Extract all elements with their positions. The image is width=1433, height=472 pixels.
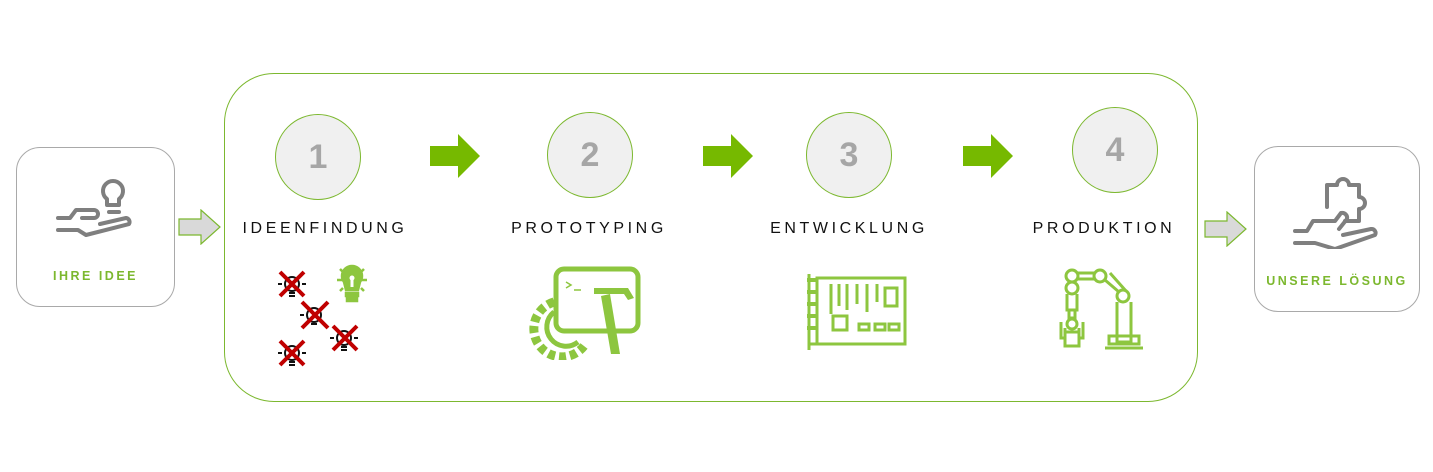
- end-box: UNSERE LÖSUNG: [1254, 146, 1420, 312]
- step-label: ENTWICKLUNG: [770, 220, 928, 237]
- arrow-right-icon: [178, 209, 221, 245]
- circuit-board-icon: [807, 274, 907, 350]
- arrow-right-icon: [430, 134, 480, 178]
- step-number-circle: 3: [806, 112, 892, 198]
- process-container: [224, 73, 1198, 402]
- start-box: IHRE IDEE: [16, 147, 175, 307]
- step-number: 1: [308, 137, 328, 176]
- step-label: PRODUKTION: [1032, 220, 1176, 237]
- robot-arm-icon: [1059, 268, 1143, 350]
- step-number: 3: [839, 135, 859, 174]
- end-label: UNSERE LÖSUNG: [1266, 274, 1408, 288]
- step-label: IDEENFINDUNG: [242, 220, 408, 237]
- step-number: 4: [1105, 130, 1125, 169]
- start-label: IHRE IDEE: [52, 269, 138, 283]
- hand-lightbulb-icon: [56, 179, 132, 237]
- step-label: PROTOTYPING: [511, 220, 667, 237]
- step-number-circle: 2: [547, 112, 633, 198]
- arrow-right-icon: [1204, 211, 1247, 247]
- arrow-right-icon: [703, 134, 753, 178]
- hammer-gear-screen-icon: [529, 266, 641, 360]
- step-number-circle: 1: [275, 114, 361, 200]
- arrow-right-icon: [963, 134, 1013, 178]
- hand-puzzle-icon: [1293, 177, 1378, 249]
- step-number-circle: 4: [1072, 107, 1158, 193]
- lightbulbs-crossed-icon: [278, 264, 367, 367]
- step-number: 2: [580, 135, 600, 174]
